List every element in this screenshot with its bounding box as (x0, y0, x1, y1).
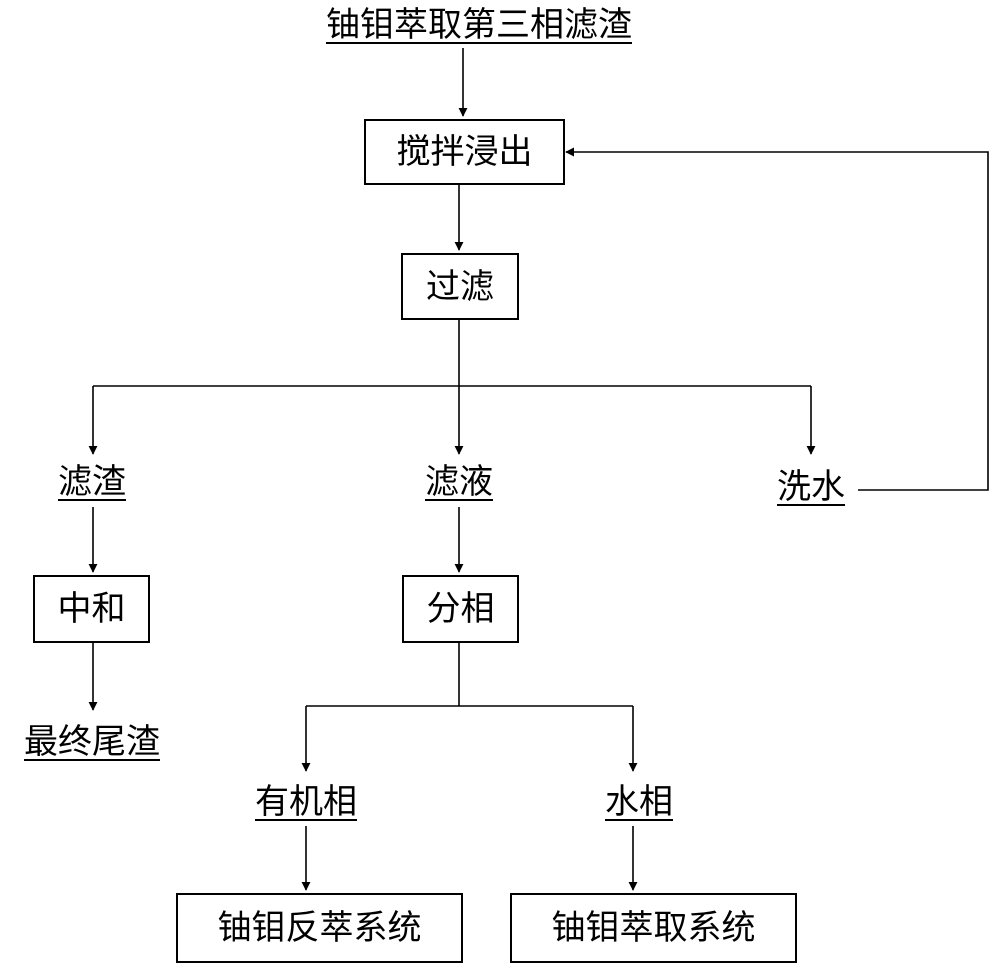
aqueous-phase-label: 水相 (605, 782, 673, 822)
filtrate-label: 滤液 (425, 462, 493, 502)
final-tailings-label: 最终尾渣 (24, 722, 160, 762)
wash-water-recycle-arrow (565, 147, 989, 491)
wash-water-label: 洗水 (777, 467, 845, 507)
back-extraction-system-box: 铀钼反萃系统 (176, 893, 463, 963)
filter-residue-label: 滤渣 (58, 462, 126, 502)
stir-leach-box: 搅拌浸出 (364, 119, 565, 185)
organic-phase-label: 有机相 (255, 782, 357, 822)
phase-separation-box: 分相 (402, 575, 519, 643)
title-feed-label: 铀钼萃取第三相滤渣 (326, 5, 632, 45)
filter-box: 过滤 (401, 253, 519, 320)
neutralize-box: 中和 (33, 575, 150, 643)
extraction-system-box: 铀钼萃取系统 (510, 893, 797, 963)
